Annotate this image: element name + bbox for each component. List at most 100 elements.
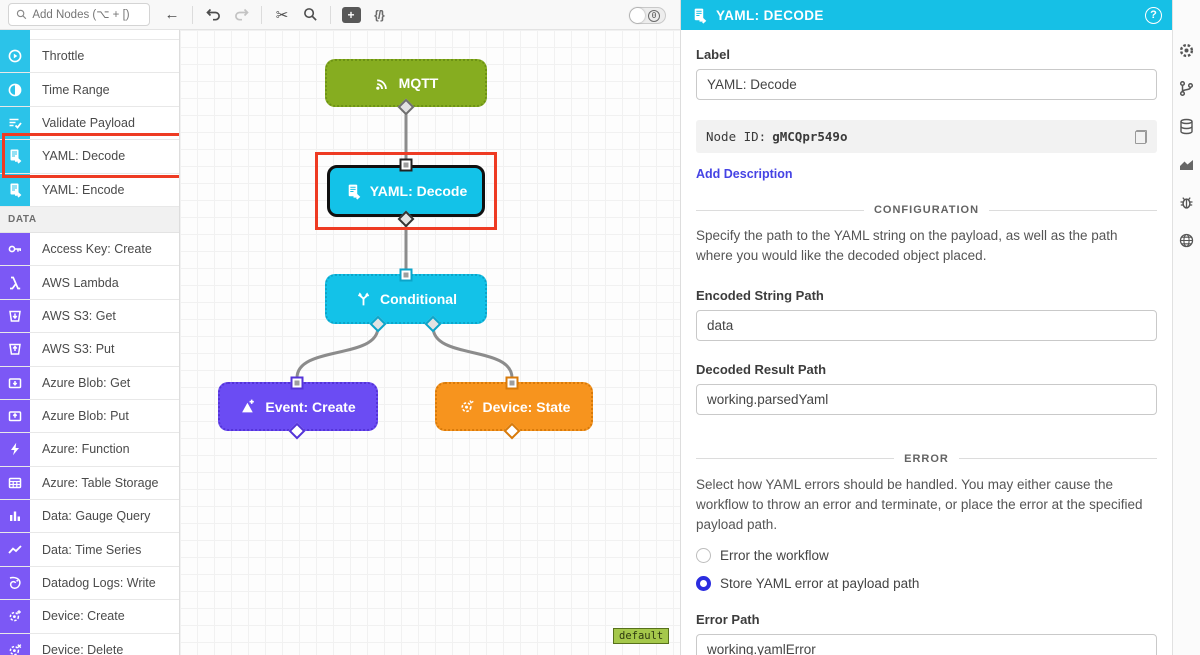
- palette-row-partial: [0, 30, 179, 40]
- configuration-description: Specify the path to the YAML string on t…: [696, 228, 1118, 264]
- cut-button[interactable]: ✂: [270, 3, 294, 27]
- label-input[interactable]: [696, 69, 1157, 100]
- decoded-result-path-label: Decoded Result Path: [696, 361, 827, 377]
- palette-label: Azure: Function: [42, 442, 130, 457]
- debug-toggle[interactable]: 0: [629, 7, 666, 24]
- bar-chart-icon: [10, 511, 20, 522]
- throttle-icon: [8, 49, 22, 63]
- palette-label: Datadog Logs: Write: [42, 576, 156, 591]
- workflow-canvas[interactable]: MQTT YAML: Decode Conditional Event: Cre…: [180, 30, 680, 655]
- palette-label: Access Key: Create: [42, 242, 152, 257]
- palette-label: Time Range: [42, 82, 110, 97]
- palette-item-aws-lambda[interactable]: AWS Lambda: [0, 266, 179, 300]
- blob-down-icon: [8, 377, 22, 388]
- chart-icon[interactable]: [1178, 156, 1195, 173]
- json-editor-button[interactable]: {/}: [367, 3, 391, 27]
- input-connector-yaml-decode[interactable]: [399, 158, 413, 172]
- yaml-decode-icon: [348, 184, 361, 200]
- radio-store-yaml-error[interactable]: Store YAML error at payload path: [696, 576, 1157, 592]
- palette-item-data-gauge-query[interactable]: Data: Gauge Query: [0, 500, 179, 534]
- decoded-result-path-input[interactable]: [696, 383, 1157, 415]
- node-label: Device: State: [482, 398, 571, 415]
- palette-item-device-delete[interactable]: Device: Delete: [0, 633, 179, 655]
- undo-button[interactable]: [201, 3, 225, 27]
- palette-item-device-create[interactable]: Device: Create: [0, 600, 179, 634]
- node-search[interactable]: [8, 3, 150, 26]
- palette-item-throttle[interactable]: Throttle: [0, 40, 179, 74]
- palette-label: YAML: Decode: [42, 149, 126, 164]
- palette-item-yaml-decode[interactable]: YAML: Decode: [0, 140, 179, 174]
- divider: [261, 5, 262, 24]
- input-connector-conditional[interactable]: [399, 268, 413, 282]
- palette-label: Validate Payload: [42, 115, 135, 130]
- globe-icon[interactable]: [1178, 232, 1195, 249]
- palette-item-access-key-create[interactable]: Access Key: Create: [0, 232, 179, 267]
- palette-label: Data: Gauge Query: [42, 509, 151, 524]
- palette-item-validate-payload[interactable]: Validate Payload: [0, 106, 179, 141]
- palette-item-aws-s3-get[interactable]: AWS S3: Get: [0, 299, 179, 334]
- zoom-button[interactable]: [298, 3, 322, 27]
- search-icon: [16, 9, 27, 20]
- node-id-prefix: Node ID:: [706, 129, 767, 144]
- palette-section-data: DATA: [0, 206, 179, 233]
- node-conditional[interactable]: Conditional: [325, 274, 487, 324]
- palette-item-time-range[interactable]: Time Range: [0, 73, 179, 107]
- encoded-string-path-input[interactable]: [696, 309, 1157, 341]
- radio-icon-checked[interactable]: [696, 576, 711, 592]
- palette-label: AWS Lambda: [42, 275, 119, 290]
- palette-label: AWS S3: Get: [42, 308, 116, 323]
- copy-icon[interactable]: [1135, 129, 1147, 144]
- palette-item-azure-blob-get[interactable]: Azure Blob: Get: [0, 366, 179, 400]
- search-input[interactable]: [32, 8, 142, 21]
- collapse-sidebar-button[interactable]: ←: [160, 3, 184, 27]
- radio-icon-unchecked[interactable]: [696, 548, 711, 564]
- input-connector-device-state[interactable]: [505, 376, 519, 390]
- table-icon: [8, 477, 22, 489]
- palette-item-datadog-logs-write[interactable]: Datadog Logs: Write: [0, 566, 179, 601]
- gear-plus-icon: [9, 610, 21, 622]
- yaml-encode-icon: [10, 183, 22, 198]
- add-annotation-button[interactable]: +: [339, 3, 363, 27]
- node-yaml-decode[interactable]: YAML: Decode: [327, 165, 485, 217]
- gear-x-icon: [9, 643, 22, 655]
- radio-label: Error the workflow: [720, 548, 829, 564]
- versions-branch-icon[interactable]: [1178, 80, 1195, 97]
- help-icon[interactable]: ?: [1145, 6, 1162, 24]
- yaml-decode-icon: [694, 8, 707, 24]
- panel-header: YAML: DECODE ?: [681, 0, 1172, 30]
- debug-bug-icon[interactable]: [1178, 194, 1195, 211]
- palette-item-aws-s3-put[interactable]: AWS S3: Put: [0, 333, 179, 367]
- node-device-state[interactable]: Device: State: [435, 382, 593, 431]
- bucket-down-icon: [9, 310, 21, 322]
- palette-item-azure-blob-put[interactable]: Azure Blob: Put: [0, 399, 179, 434]
- blob-up-icon: [8, 411, 22, 422]
- node-label: Conditional: [380, 291, 457, 307]
- palette-item-data-time-series[interactable]: Data: Time Series: [0, 533, 179, 567]
- workflow-edges: [295, 107, 514, 379]
- divider: [330, 5, 331, 24]
- database-icon[interactable]: [1178, 118, 1195, 135]
- node-palette: Throttle Time Range Validate Payload YAM…: [0, 30, 180, 655]
- time-range-icon: [8, 83, 22, 96]
- error-path-input[interactable]: [696, 634, 1157, 655]
- palette-label: Azure: Table Storage: [42, 475, 159, 490]
- validate-icon: [9, 118, 22, 129]
- redo-button[interactable]: [229, 3, 253, 27]
- add-description-link[interactable]: Add Description: [696, 167, 793, 181]
- radio-error-workflow[interactable]: Error the workflow: [696, 548, 1157, 564]
- key-icon: [8, 245, 21, 253]
- palette-item-yaml-encode[interactable]: YAML: Encode: [0, 173, 179, 207]
- redo-icon: [234, 8, 249, 21]
- gear-icon[interactable]: [1178, 42, 1195, 59]
- mqtt-icon: [375, 78, 387, 90]
- palette-item-azure-table-storage[interactable]: Azure: Table Storage: [0, 466, 179, 501]
- palette-item-azure-function[interactable]: Azure: Function: [0, 433, 179, 467]
- toolbar: ← ✂ + {/} 0: [0, 0, 680, 30]
- panel-title: YAML: DECODE: [716, 7, 824, 23]
- input-connector-event-create[interactable]: [290, 376, 304, 390]
- label-field-label: Label: [696, 47, 730, 62]
- yaml-decode-icon: [10, 149, 22, 164]
- bucket-up-icon: [9, 344, 21, 356]
- datadog-icon: [9, 576, 21, 590]
